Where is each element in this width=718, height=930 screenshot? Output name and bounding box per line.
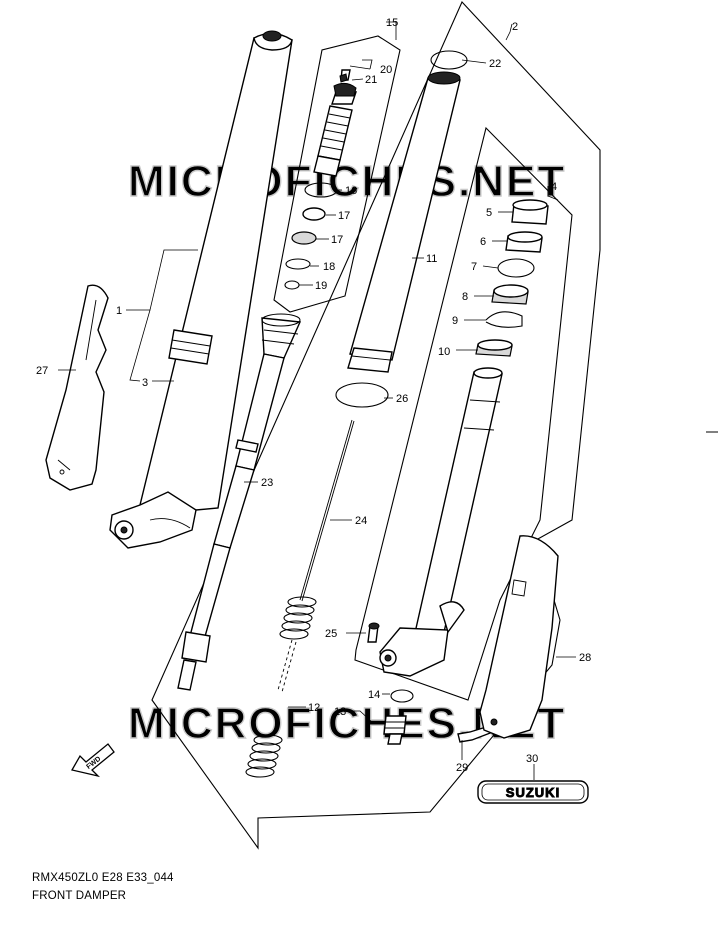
callout-12: 12 <box>308 702 320 714</box>
callout-28: 28 <box>579 652 591 664</box>
callout-8: 8 <box>462 291 468 303</box>
callout-26: 26 <box>396 393 408 405</box>
section-title: FRONT DAMPER <box>32 890 127 902</box>
number-plate-guard-part <box>479 535 559 739</box>
callout-5: 5 <box>486 207 492 219</box>
callout-13: 13 <box>334 706 346 718</box>
callout-9: 9 <box>452 315 458 327</box>
callout-4: 4 <box>551 181 557 193</box>
springs-and-guide <box>245 419 355 778</box>
callout-1: 1 <box>116 305 122 317</box>
callout-15: 15 <box>386 17 398 29</box>
cartridge-parts <box>284 69 357 290</box>
fork-guard-part <box>45 284 109 491</box>
damper-rod-assembly <box>177 313 302 691</box>
callout-23: 23 <box>261 477 273 489</box>
fwd-arrow-icon: FWD <box>71 743 115 778</box>
callout-27: 27 <box>36 365 48 377</box>
callout-6: 6 <box>480 236 486 248</box>
callout-18: 18 <box>323 261 335 273</box>
suzuki-emblem: SUZUKI <box>477 780 589 804</box>
callout-25: 25 <box>325 628 337 640</box>
seal-and-bush-set <box>475 199 549 357</box>
outer-tube-assembly <box>109 30 293 549</box>
emblem-text: SUZUKI <box>506 785 560 800</box>
callout-22: 22 <box>489 58 501 70</box>
callout-14: 14 <box>368 689 380 701</box>
watermark-top: MICROFICHES.NET <box>128 157 566 206</box>
callout-2: 2 <box>512 21 518 33</box>
lower-slider <box>379 367 503 677</box>
callout-10: 10 <box>438 346 450 358</box>
callout-29: 29 <box>456 762 468 774</box>
callout-21: 21 <box>365 74 377 86</box>
callout-30: 30 <box>526 753 538 765</box>
callout-11: 11 <box>426 253 437 265</box>
callout-20: 20 <box>380 64 392 76</box>
model-code: RMX450ZL0 E28 E33_044 <box>32 872 174 884</box>
callout-17b: 17 <box>331 234 343 246</box>
callout-3: 3 <box>142 377 148 389</box>
inner-tube-assembly <box>335 50 468 408</box>
cartridge-subframe <box>273 35 401 313</box>
leader-lines <box>58 21 576 780</box>
callout-17a: 17 <box>338 210 350 222</box>
callout-24: 24 <box>355 515 367 527</box>
callout-19: 19 <box>315 280 327 292</box>
callout-7: 7 <box>471 261 477 273</box>
callout-labels: 1 2 3 4 5 6 7 8 9 10 11 12 13 14 15 16 1… <box>36 17 591 774</box>
callout-16: 16 <box>345 185 357 197</box>
